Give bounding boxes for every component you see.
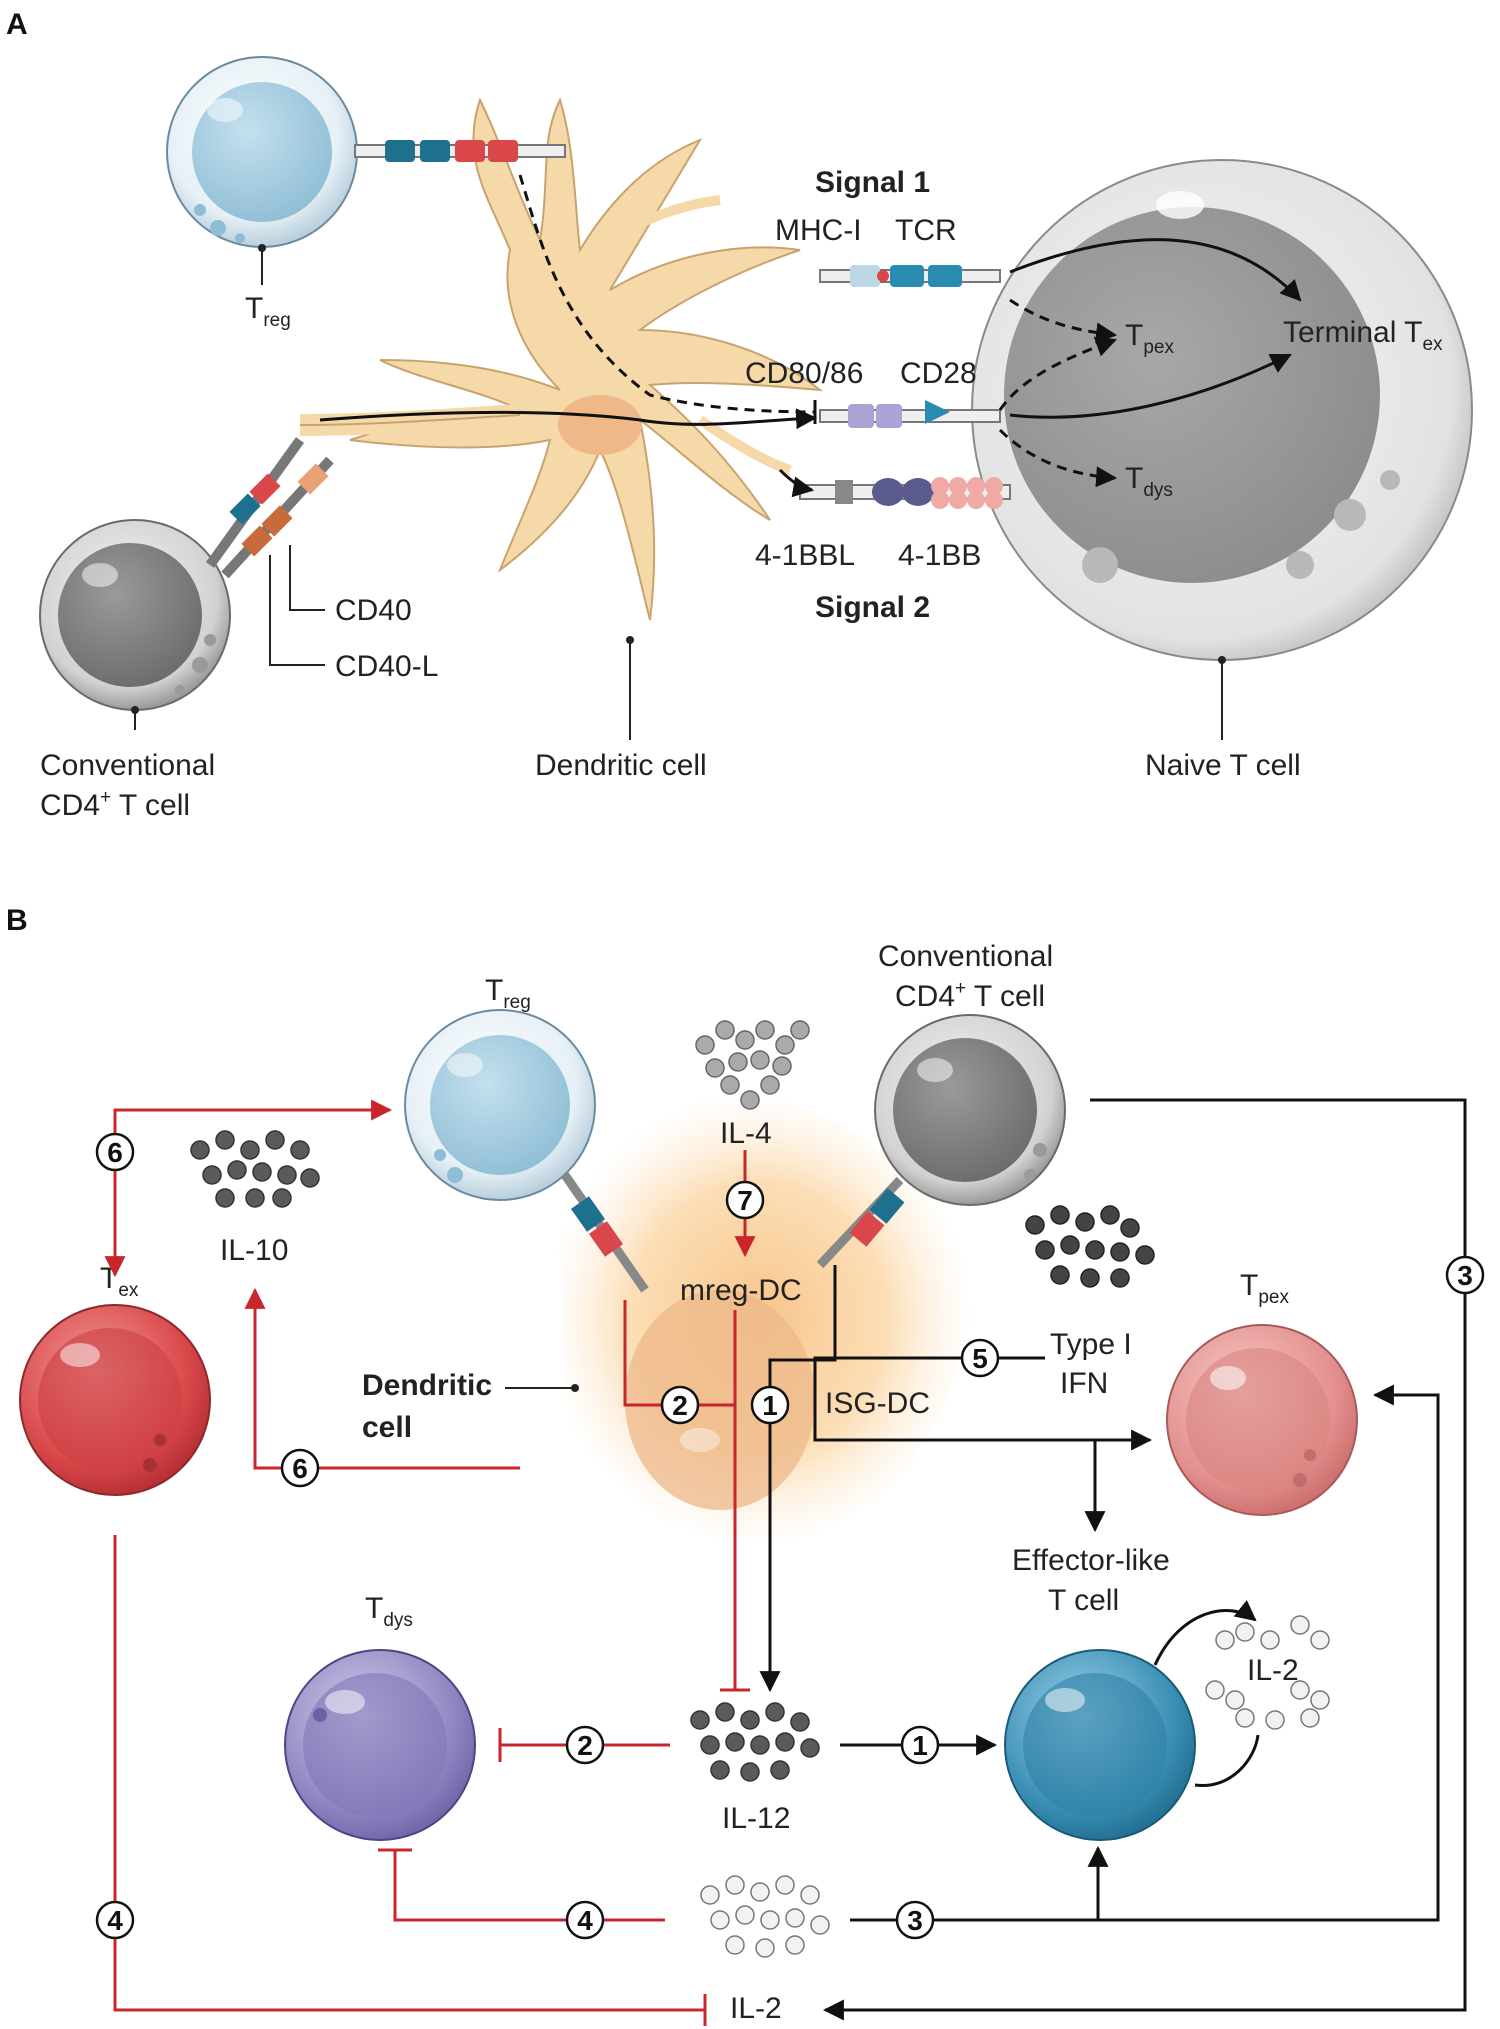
- panel-a-arrows: [319, 174, 1302, 498]
- signal-2-label: Signal 2: [815, 591, 930, 624]
- il12-label: IL-12: [722, 1802, 790, 1835]
- svg-text:7: 7: [737, 1185, 753, 1216]
- cd40-leader: [289, 545, 325, 611]
- terminal-tex-label: Terminal Tex: [1283, 316, 1443, 355]
- tdys-label-a: Tdys: [1125, 462, 1173, 501]
- svg-text:4: 4: [577, 1905, 593, 1936]
- isg-dc-label: ISG-DC: [825, 1387, 930, 1420]
- tpex-cell: [1166, 1324, 1358, 1516]
- panel-a-label: A: [6, 8, 28, 41]
- il10-cytokines: [190, 1130, 320, 1208]
- il2-bottom-label: IL-2: [730, 1992, 782, 2025]
- svg-text:1: 1: [762, 1390, 778, 1421]
- conv-cd4-cell-a: [39, 519, 231, 711]
- conv-cd4-label-a-line1: Conventional: [40, 749, 215, 782]
- type1-ifn-label-line1: Type I: [1050, 1328, 1132, 1361]
- svg-text:1: 1: [912, 1730, 928, 1761]
- cd80-cd28-complex: [819, 400, 1001, 428]
- tdys-cell: [284, 1649, 476, 1841]
- svg-text:2: 2: [577, 1730, 593, 1761]
- dendritic-cell-label-a: Dendritic cell: [535, 749, 707, 782]
- naive-t-cell: [971, 159, 1473, 661]
- naive-t-cell-label: Naive T cell: [1145, 749, 1301, 782]
- il2-bottom-cytokines: [700, 1875, 830, 1958]
- treg-label-b: Treg: [485, 974, 531, 1013]
- il10-label: IL-10: [220, 1234, 288, 1267]
- 41bbl-41bb-complex: [799, 477, 1011, 509]
- cd40-complex: [205, 437, 334, 579]
- 41bb-label: 4-1BB: [898, 539, 981, 572]
- mhc-tcr-complex: [819, 265, 1001, 287]
- conv-cd4-label-b-line1: Conventional: [878, 940, 1053, 973]
- step-6-top: 6: [95, 1132, 135, 1172]
- tpex-label-a: Tpex: [1125, 319, 1174, 358]
- effector-like-t-cell: [1004, 1649, 1196, 1841]
- effector-label-line2: T cell: [1048, 1584, 1119, 1617]
- dendritic-cell-b: [545, 1092, 972, 1546]
- il4-label: IL-4: [720, 1117, 772, 1150]
- step-2-bottom: 2: [565, 1725, 605, 1765]
- step-6-bottom: 6: [280, 1448, 320, 1488]
- svg-text:5: 5: [972, 1343, 988, 1374]
- conv-cd4-cell-b: [874, 1014, 1066, 1206]
- il2-uptake-arc: [1194, 1734, 1260, 1787]
- tex-label-b: Tex: [100, 1262, 139, 1301]
- panel-b-black-paths: [759, 1098, 1467, 2021]
- il2-effector-label: IL-2: [1247, 1654, 1299, 1687]
- cd40l-label: CD40-L: [335, 650, 438, 683]
- treg-receptor-b: [561, 1172, 649, 1293]
- panel-b-label: B: [6, 904, 28, 937]
- svg-text:6: 6: [107, 1137, 123, 1168]
- svg-text:3: 3: [907, 1905, 923, 1936]
- treg-cell-b: [404, 1009, 596, 1201]
- cd40l-leader: [269, 555, 325, 666]
- step-4-middle: 4: [565, 1900, 605, 1940]
- type1-ifn-cytokines: [1025, 1205, 1155, 1288]
- treg-cell-a: [166, 56, 358, 248]
- step-3-bottom: 3: [895, 1900, 935, 1940]
- conv-cd4-label-b-line2: CD4+ T cell: [895, 978, 1045, 1013]
- dendritic-cell-a: [299, 97, 824, 621]
- svg-text:3: 3: [1457, 1260, 1473, 1291]
- treg-receptor-complex: [354, 140, 566, 162]
- cd28-label: CD28: [900, 357, 977, 390]
- cd4-receptor-b: [816, 1176, 905, 1269]
- mreg-dc-label: mreg-DC: [680, 1274, 802, 1307]
- step-7: 7: [725, 1180, 765, 1220]
- mhc1-label: MHC-I: [775, 214, 862, 247]
- step-markers: 6 6 7 2 1 5 3 2 1 4 4 3: [95, 1132, 1485, 1940]
- step-2-top: 2: [660, 1385, 700, 1425]
- treg-label-a: Treg: [245, 292, 291, 331]
- step-4-left: 4: [95, 1900, 135, 1940]
- tcr-label: TCR: [895, 214, 957, 247]
- cd40-label: CD40: [335, 594, 412, 627]
- tpex-label-b: Tpex: [1240, 1269, 1289, 1308]
- step-1-bottom: 1: [900, 1725, 940, 1765]
- il2-effector-cytokines: [1205, 1615, 1330, 1730]
- 41bbl-label: 4-1BBL: [755, 539, 855, 572]
- tdys-label-b: Tdys: [365, 1592, 413, 1631]
- effector-label-line1: Effector-like: [1012, 1544, 1170, 1577]
- signal-1-label: Signal 1: [815, 166, 930, 199]
- dendritic-cell-label-b-line2: cell: [362, 1411, 412, 1444]
- step-3-right: 3: [1445, 1255, 1485, 1295]
- type1-ifn-label-line2: IFN: [1060, 1367, 1108, 1400]
- svg-text:4: 4: [107, 1905, 123, 1936]
- conv-cd4-label-a-line2: CD4+ T cell: [40, 787, 190, 822]
- svg-text:2: 2: [672, 1390, 688, 1421]
- il12-cytokines: [690, 1702, 820, 1782]
- svg-text:6: 6: [292, 1453, 308, 1484]
- step-1-top: 1: [750, 1385, 790, 1425]
- tex-cell: [19, 1304, 211, 1496]
- il2-secretion-arrow: [1153, 1600, 1257, 1666]
- cd80-86-label: CD80/86: [745, 357, 863, 390]
- step-5: 5: [960, 1338, 1000, 1378]
- dendritic-cell-label-b-line1: Dendritic: [362, 1369, 492, 1402]
- il4-cytokines: [695, 1020, 810, 1110]
